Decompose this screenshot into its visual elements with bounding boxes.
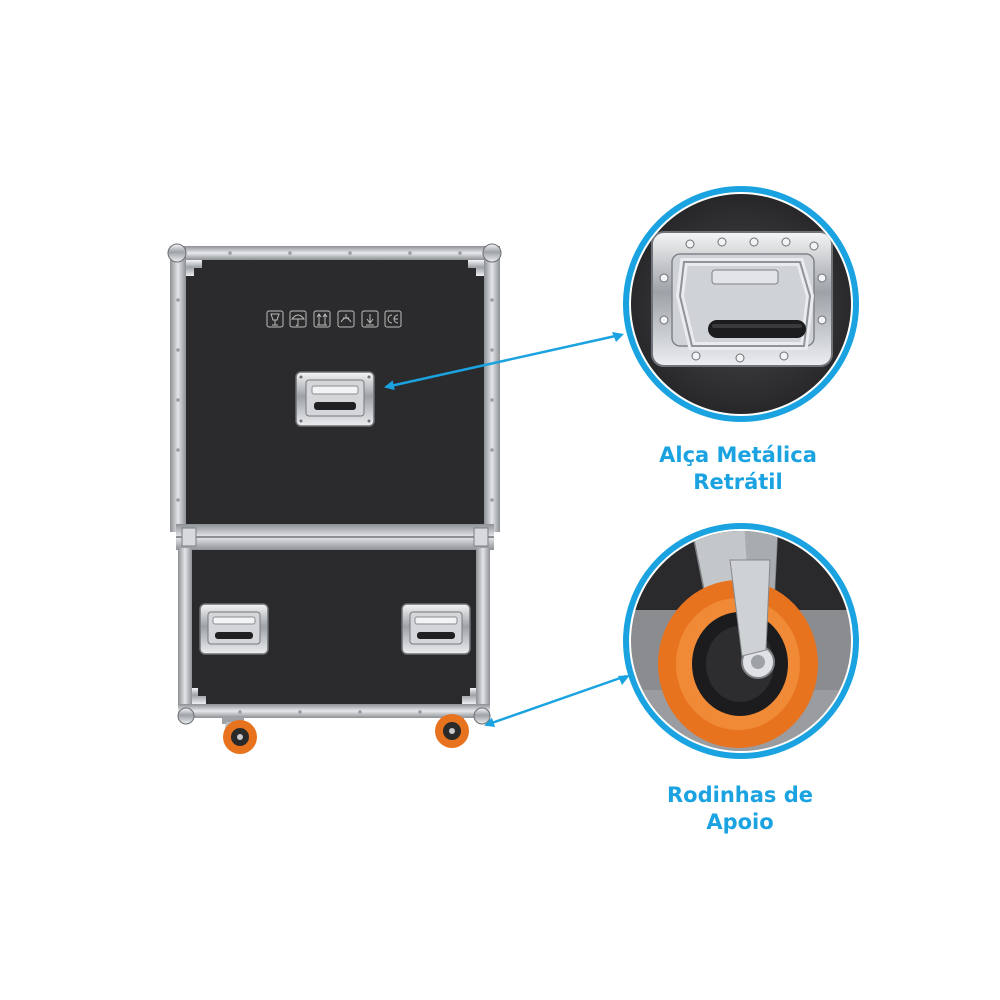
wheel-zoom-circle xyxy=(623,523,859,759)
handle-caption-line1: Alça Metálica xyxy=(659,443,817,467)
ball-corners xyxy=(167,243,502,725)
caster-left xyxy=(222,716,257,754)
lid-left-edge xyxy=(170,246,186,532)
wheels-callout-arrow xyxy=(484,674,627,728)
ce-mark-icon xyxy=(384,310,402,328)
this-way-up-icon xyxy=(313,310,331,328)
latch-left xyxy=(181,527,197,547)
wheels-caption-line1: Rodinhas de xyxy=(667,783,813,807)
wheels-caption: Rodinhas de Apoio xyxy=(610,782,870,836)
body-right-edge xyxy=(476,548,490,716)
fragile-glass-icon xyxy=(266,310,284,328)
handle-callout-arrow xyxy=(384,333,621,391)
body-bottom-edge xyxy=(178,704,490,718)
keep-dry-umbrella-icon xyxy=(289,310,307,328)
handle-caption: Alça Metálica Retrátil xyxy=(608,442,868,496)
body-left-edge xyxy=(178,548,192,716)
lid-recessed-handle xyxy=(295,371,375,427)
caster-right xyxy=(435,714,469,748)
body-right-recessed-handle xyxy=(401,603,471,655)
stack-limit-icon xyxy=(361,310,379,328)
handle-caption-line2: Retrátil xyxy=(693,470,783,494)
handle-zoom-circle xyxy=(623,186,859,422)
handle-with-care-icon xyxy=(337,310,355,328)
body-left-recessed-handle xyxy=(199,603,269,655)
lid-top-edge xyxy=(170,246,500,260)
flight-case xyxy=(167,243,502,754)
latch-right xyxy=(473,527,489,547)
warning-pictograms xyxy=(266,310,402,328)
lid-right-edge xyxy=(484,246,500,532)
wheels-caption-line2: Apoio xyxy=(706,810,774,834)
